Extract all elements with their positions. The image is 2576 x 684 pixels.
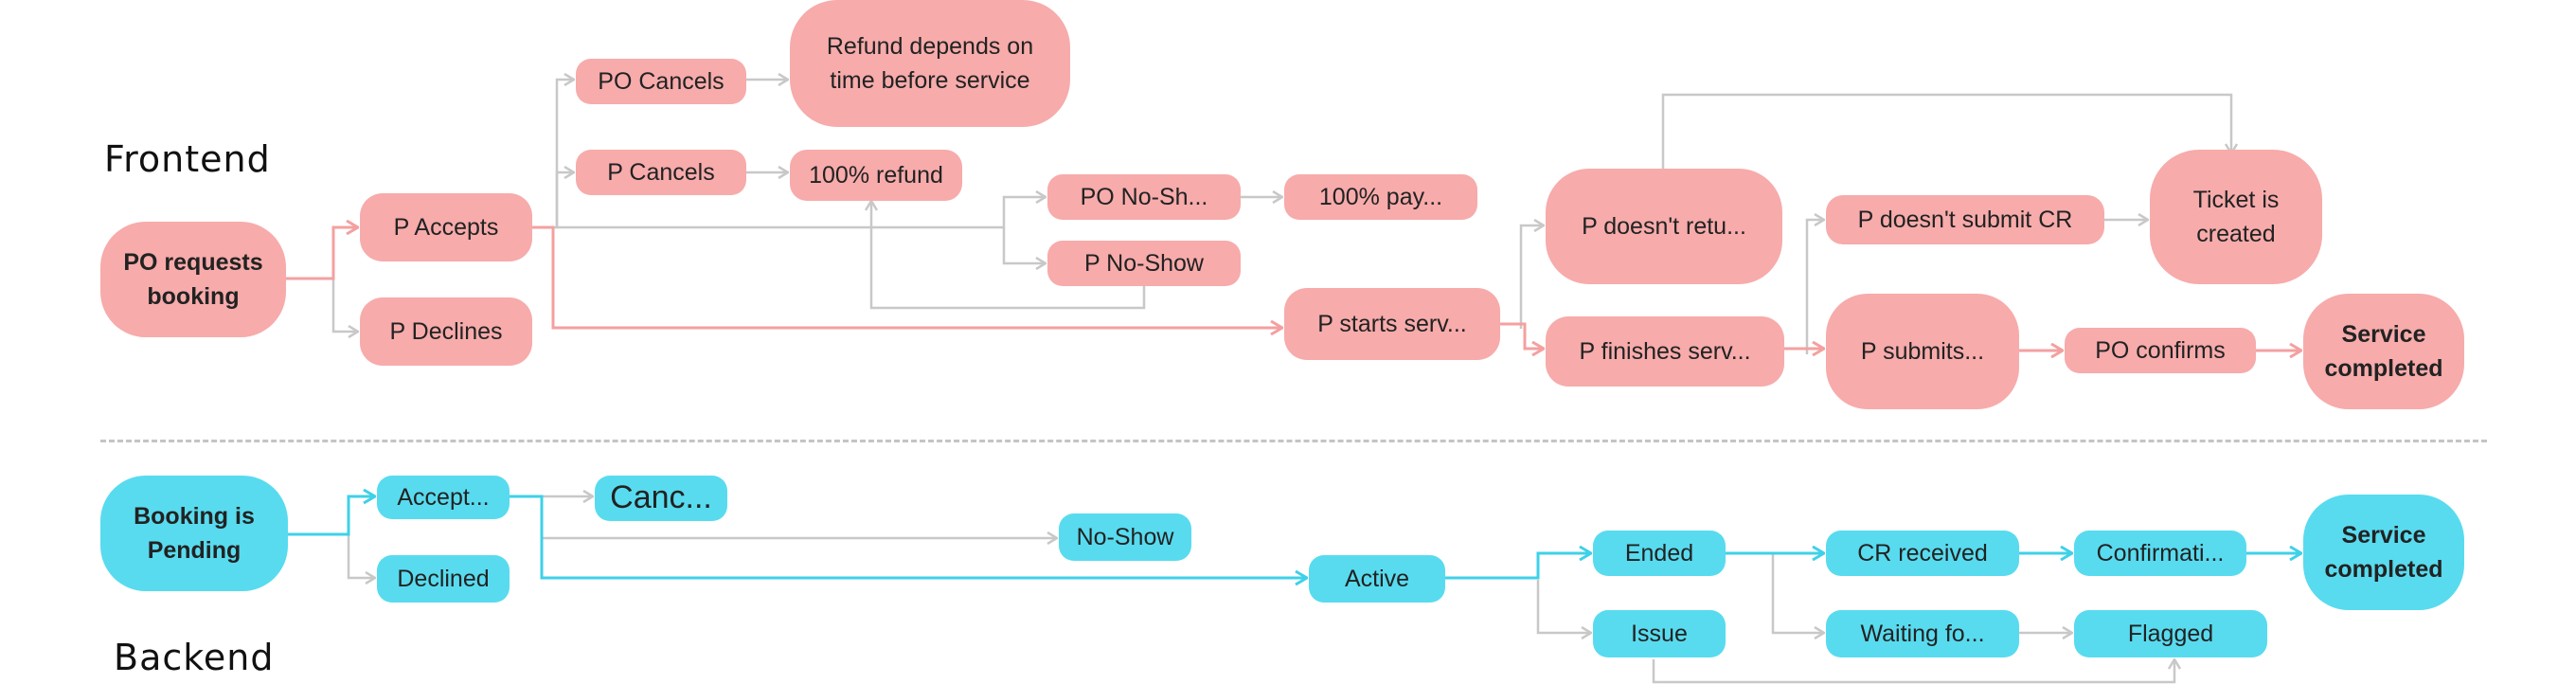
node-flagged: Flagged — [2074, 610, 2267, 657]
node-p-starts-service: P starts serv... — [1284, 288, 1500, 360]
node-booking-pending: Booking is Pending — [100, 476, 288, 591]
node-issue: Issue — [1593, 610, 1726, 657]
node-refund-depends: Refund depends on time before service — [790, 0, 1070, 127]
node-ticket-created: Ticket is created — [2150, 150, 2322, 284]
node-ended: Ended — [1593, 531, 1726, 576]
node-po-confirms: PO confirms — [2065, 328, 2256, 373]
frontend-label: Frontend — [104, 138, 271, 180]
node-cancelled: Canc... — [595, 476, 727, 521]
node-p-doesnt-submit-cr: P doesn't submit CR — [1826, 195, 2104, 244]
node-po-requests-booking: PO requests booking — [100, 222, 286, 337]
node-declined: Declined — [377, 555, 510, 603]
backend-label: Backend — [114, 637, 275, 678]
node-p-cancels: P Cancels — [576, 150, 746, 195]
node-po-cancels: PO Cancels — [576, 59, 746, 104]
node-no-show: No-Show — [1059, 513, 1191, 561]
node-waiting: Waiting fo... — [1826, 610, 2019, 657]
node-p-finishes-service: P finishes serv... — [1546, 316, 1784, 387]
node-active: Active — [1309, 555, 1445, 603]
node-cr-received: CR received — [1826, 531, 2019, 576]
section-divider — [100, 440, 2487, 442]
node-po-no-show: PO No-Sh... — [1047, 174, 1241, 220]
node-p-accepts: P Accepts — [360, 193, 532, 261]
node-confirmation: Confirmati... — [2074, 531, 2246, 576]
node-100-percent-pay: 100% pay... — [1284, 174, 1477, 220]
node-fe-service-completed: Service completed — [2303, 294, 2464, 409]
node-p-declines: P Declines — [360, 297, 532, 366]
node-p-doesnt-return: P doesn't retu... — [1546, 169, 1782, 284]
node-accepted: Accept... — [377, 476, 510, 519]
node-be-service-completed: Service completed — [2303, 495, 2464, 610]
node-p-submits: P submits... — [1826, 294, 2019, 409]
node-100-percent-refund: 100% refund — [790, 150, 962, 201]
node-p-no-show: P No-Show — [1047, 241, 1241, 286]
